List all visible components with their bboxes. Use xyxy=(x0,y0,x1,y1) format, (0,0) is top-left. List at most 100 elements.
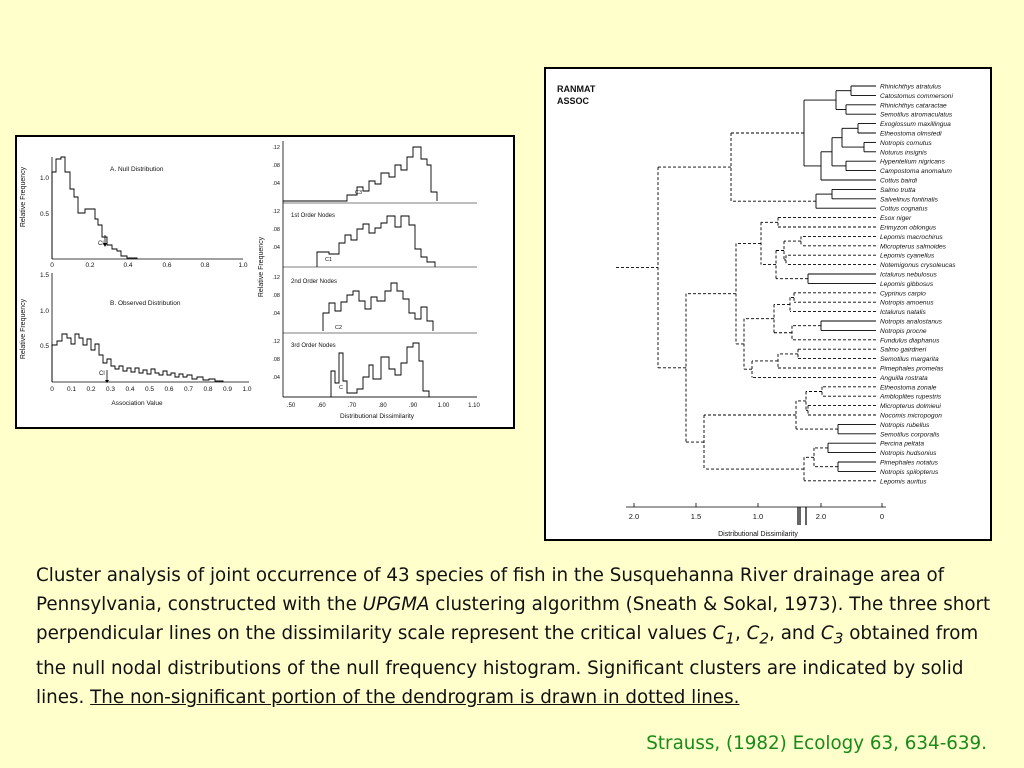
panel-b-xtick: 0.1 xyxy=(67,386,76,393)
species-label: Micropterus dolmieui xyxy=(880,403,941,410)
species-label: Cottus bairdi xyxy=(880,178,918,185)
nodal-critical-label: C3 xyxy=(355,190,362,196)
panel-a-critical-label: Cl xyxy=(98,241,104,247)
species-label: Micropterus salmoides xyxy=(880,243,947,250)
caption-sub: 3 xyxy=(833,630,844,649)
nodal-ytick: .08 xyxy=(272,357,280,363)
species-label: Fundulus diaphanus xyxy=(880,337,940,344)
dendrogram-xtick: 2.0 xyxy=(816,512,826,521)
nodal-xtick: .50 xyxy=(287,403,296,409)
panel-b-title: B. Observed Distribution xyxy=(110,300,181,307)
species-label: Noturus insignis xyxy=(880,149,928,156)
panel-b-xtick: 1.0 xyxy=(242,386,251,393)
species-label: Rhinichthys cataractae xyxy=(880,102,947,109)
nodal-ytick: .12 xyxy=(272,209,280,215)
caption-c3: C xyxy=(820,623,834,645)
species-label: Notropis rubellus xyxy=(880,422,930,429)
dendrogram-svg: RANMAT ASSOC Rhinichthys atratulusCatost… xyxy=(557,84,956,539)
species-label: Cyprinus carpio xyxy=(880,290,926,297)
nodal-ytick: .04 xyxy=(272,375,280,381)
nodal-ytick: .12 xyxy=(272,275,280,281)
nodal-ytick: .04 xyxy=(272,181,280,187)
dendrogram-tree xyxy=(616,85,876,482)
null-distribution-panel: Relative Frequency 1.0 0.5 A. Null Distr… xyxy=(20,156,248,269)
nodal-panel-label: 1st Order Nodes xyxy=(291,213,335,219)
panel-a-title: A. Null Distribution xyxy=(110,166,164,173)
nodal-ytick: .08 xyxy=(272,227,280,233)
caption-sub: 1 xyxy=(725,630,735,649)
panel-a-xtick: 0.6 xyxy=(162,262,171,269)
panel-a-ytick: 0.5 xyxy=(40,211,49,218)
panel-b-xtick: 0.5 xyxy=(145,386,154,393)
species-label: Notropis hudsonius xyxy=(880,450,937,457)
panel-a-xtick: 1.0 xyxy=(238,262,247,269)
dendrogram-title-1: RANMAT xyxy=(557,84,596,94)
observed-distribution-panel: Relative Frequency 1.5 1.0 0.5 B. Observ… xyxy=(20,272,252,407)
caption-sub: 2 xyxy=(759,630,770,649)
species-label: Pimephales notatus xyxy=(880,460,939,467)
nodal-panel-label: 3rd Order Nodes xyxy=(291,343,336,349)
species-label: Rhinichthys atratulus xyxy=(880,84,942,91)
species-label: Notropis spilopterus xyxy=(880,469,939,476)
dendrogram-xtick: 2.0 xyxy=(629,512,639,521)
species-label: Notropis procne xyxy=(880,328,927,335)
nodal-ytick: .12 xyxy=(272,145,280,151)
dendrogram-xtick: 1.0 xyxy=(753,512,763,521)
histogram-figure-svg: Relative Frequency 1.0 0.5 A. Null Distr… xyxy=(20,141,481,420)
species-label: Exoglossum maxillingua xyxy=(880,121,951,128)
nodal-ytick: .08 xyxy=(272,163,280,169)
species-label: Salmo trutta xyxy=(880,187,916,194)
caption-text: clustering algorithm (Sneath & Sokal, 19… xyxy=(36,594,991,645)
species-label: Cottus cognatus xyxy=(880,206,928,213)
figure-caption: Cluster analysis of joint occurrence of … xyxy=(36,561,996,713)
species-label: Salvelinus fontinalis xyxy=(880,196,939,203)
nodal-xtick: .60 xyxy=(317,403,326,409)
panel-b-xtick: 0.4 xyxy=(125,386,134,393)
species-label: Semotilus atromaculatus xyxy=(880,112,953,119)
species-label: Percina peltata xyxy=(880,441,924,448)
species-label: Semotilus corporalis xyxy=(880,431,940,438)
species-label: Lepomis gibbosus xyxy=(880,281,934,288)
nodal-xtick: .70 xyxy=(348,403,357,409)
panel-b-xtick: 0.7 xyxy=(184,386,193,393)
nodal-panel-label: 2nd Order Nodes xyxy=(291,279,337,285)
dendrogram-xtick: 0 xyxy=(880,512,884,521)
species-label: Erimyzon oblongus xyxy=(880,225,937,232)
dendrogram-xtick: 1.5 xyxy=(691,512,701,521)
panel-b-xtick: 0.2 xyxy=(86,386,95,393)
species-label: Notropis cornutus xyxy=(880,140,932,147)
panel-b-ytick: 1.0 xyxy=(40,308,49,315)
caption-c1: C xyxy=(712,623,726,645)
panel-b-xtick: 0.3 xyxy=(106,386,115,393)
species-label: Ictalurus natalis xyxy=(880,309,927,316)
panel-b-xtick: 0 xyxy=(50,386,54,393)
panel-a-ytick: 1.0 xyxy=(40,175,49,182)
nodal-xtick: 1.00 xyxy=(438,403,450,409)
panel-b-critical-label: Cl xyxy=(99,371,105,377)
caption-c2: C xyxy=(746,623,760,645)
species-label: Notropis analostanus xyxy=(880,319,943,326)
species-label: Catostomus commersoni xyxy=(880,93,953,100)
nodal-xlabel: Distributional Dissimilarity xyxy=(340,413,415,420)
species-label: Semotilus margarita xyxy=(880,356,939,363)
nodal-xtick: .80 xyxy=(378,403,387,409)
dendrogram-title-2: ASSOC xyxy=(557,96,590,106)
species-label: Esox niger xyxy=(880,215,912,222)
caption-underlined: The non-significant portion of the dendr… xyxy=(90,687,740,709)
nodal-critical-label: C2 xyxy=(335,325,342,331)
species-label: Notropis amoenus xyxy=(880,300,934,307)
histogram-figure: Relative Frequency 1.0 0.5 A. Null Distr… xyxy=(15,135,515,429)
dendrogram-axis: 2.0 1.5 1.0 2.0 0 xyxy=(626,503,886,525)
panel-b-ytick: 1.5 xyxy=(40,272,49,279)
species-label: Hypentelium nigricans xyxy=(880,159,946,166)
nodal-xtick: 1.10 xyxy=(468,403,480,409)
species-label: Lepomis macrochirus xyxy=(880,234,943,241)
dendrogram-xlabel: Distributional Dissimilarity xyxy=(718,531,798,538)
caption-text: Cluster analysis of joint occurrence of … xyxy=(36,565,945,616)
nodal-ylabel: Relative Frequency xyxy=(258,236,265,297)
panel-b-xlabel: Association Value xyxy=(111,400,163,407)
